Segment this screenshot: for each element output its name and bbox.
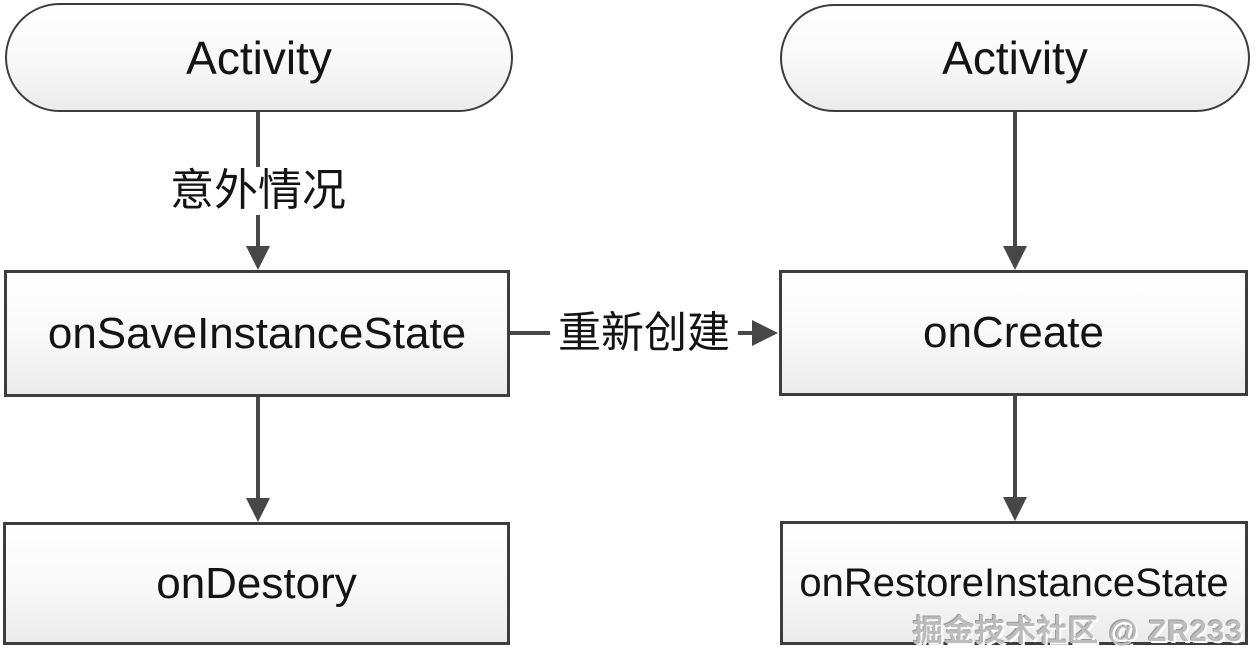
arrow-activity-right-to-oncreate-line — [1013, 112, 1017, 246]
node-activity-right-label: Activity — [942, 32, 1088, 84]
node-activity-left-label: Activity — [186, 31, 332, 84]
node-oncreate: onCreate — [779, 270, 1248, 396]
node-onrestoreinstancestate: onRestoreInstanceState — [780, 521, 1248, 645]
edge-label-recreate: 重新创建 — [550, 310, 738, 358]
node-onrestoreinstancestate-label: onRestoreInstanceState — [799, 560, 1229, 605]
arrow-activity-right-to-oncreate-head-icon — [1003, 246, 1027, 270]
arrow-activity-left-to-onsave-head-icon — [246, 246, 270, 270]
node-oncreate-label: onCreate — [922, 308, 1104, 357]
node-activity-right: Activity — [780, 4, 1250, 112]
node-ondestory: onDestory — [3, 522, 510, 645]
arrow-onsave-to-ondestory-line — [256, 397, 260, 498]
node-onsaveinstancestate-label: onSaveInstanceState — [47, 308, 467, 358]
watermark-text: 掘金技术社区 @ ZR233 — [913, 615, 1243, 648]
edge-label-unexpected-situation: 意外情况 — [162, 167, 354, 215]
arrow-onsave-to-oncreate-head-icon — [752, 320, 778, 346]
node-ondestory-label: onDestory — [156, 558, 357, 608]
arrow-onsave-to-ondestory-head-icon — [246, 498, 270, 522]
node-activity-left: Activity — [5, 3, 513, 112]
arrow-oncreate-to-onrestore-line — [1013, 396, 1017, 497]
node-onsaveinstancestate: onSaveInstanceState — [4, 270, 510, 397]
arrow-oncreate-to-onrestore-head-icon — [1003, 497, 1027, 521]
